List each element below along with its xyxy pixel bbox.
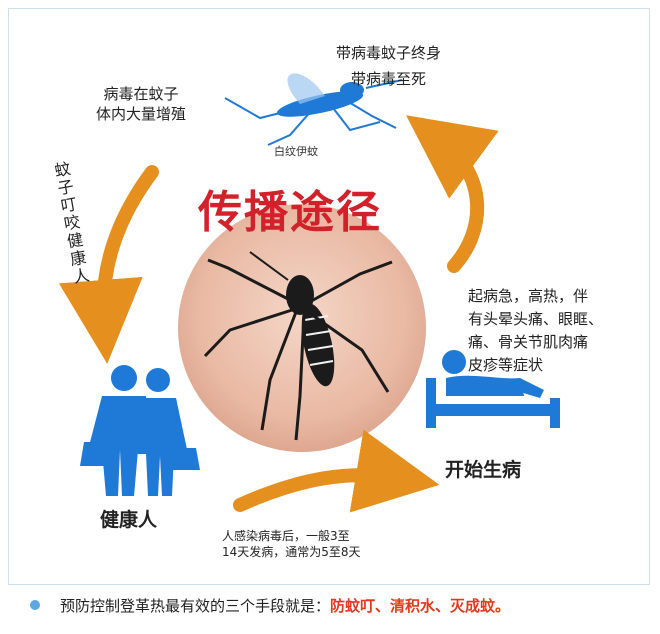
- diagram-title: 传播途径: [198, 187, 382, 238]
- top-right-caption: 带病毒蚊子终身 带病毒至死: [336, 44, 442, 88]
- incubation-caption: 人感染病毒后，一般3至 14天发病，通常为5至8天: [222, 529, 361, 559]
- prevention-bullet: 预防控制登革热最有效的三个手段就是： 防蚊叮、清积水、灭成蚊。: [30, 593, 640, 617]
- arrow-bottom: [233, 429, 440, 513]
- healthy-label: 健康人: [100, 509, 158, 531]
- prevention-highlight: 防蚊叮、清积水、灭成蚊。: [330, 596, 511, 615]
- sick-bed-icon: [426, 350, 560, 428]
- prevention-text: 预防控制登革热最有效的三个手段就是：: [60, 596, 331, 615]
- bullet-dot-icon: [30, 600, 40, 610]
- mosquito-legs: [203, 258, 393, 441]
- arrow-left-down: [58, 165, 159, 364]
- cycle-arrows: [58, 115, 499, 513]
- symptoms-caption: 起病急，高热，伴 有头晕头痛、眼眶、 痛、骨关节肌肉痛 皮疹等症状: [468, 287, 604, 374]
- sick-label: 开始生病: [445, 459, 522, 481]
- arrow-right-up: [406, 115, 499, 273]
- top-left-caption: 病毒在蚊子 体内大量增殖: [96, 85, 187, 123]
- healthy-people-icon: [80, 365, 200, 496]
- center-photo: [178, 204, 426, 452]
- mosquito-species-label: 白纹伊蚊: [274, 145, 318, 158]
- mosquito-proboscis: [249, 251, 289, 281]
- aedes-mosquito-icon: [224, 73, 403, 146]
